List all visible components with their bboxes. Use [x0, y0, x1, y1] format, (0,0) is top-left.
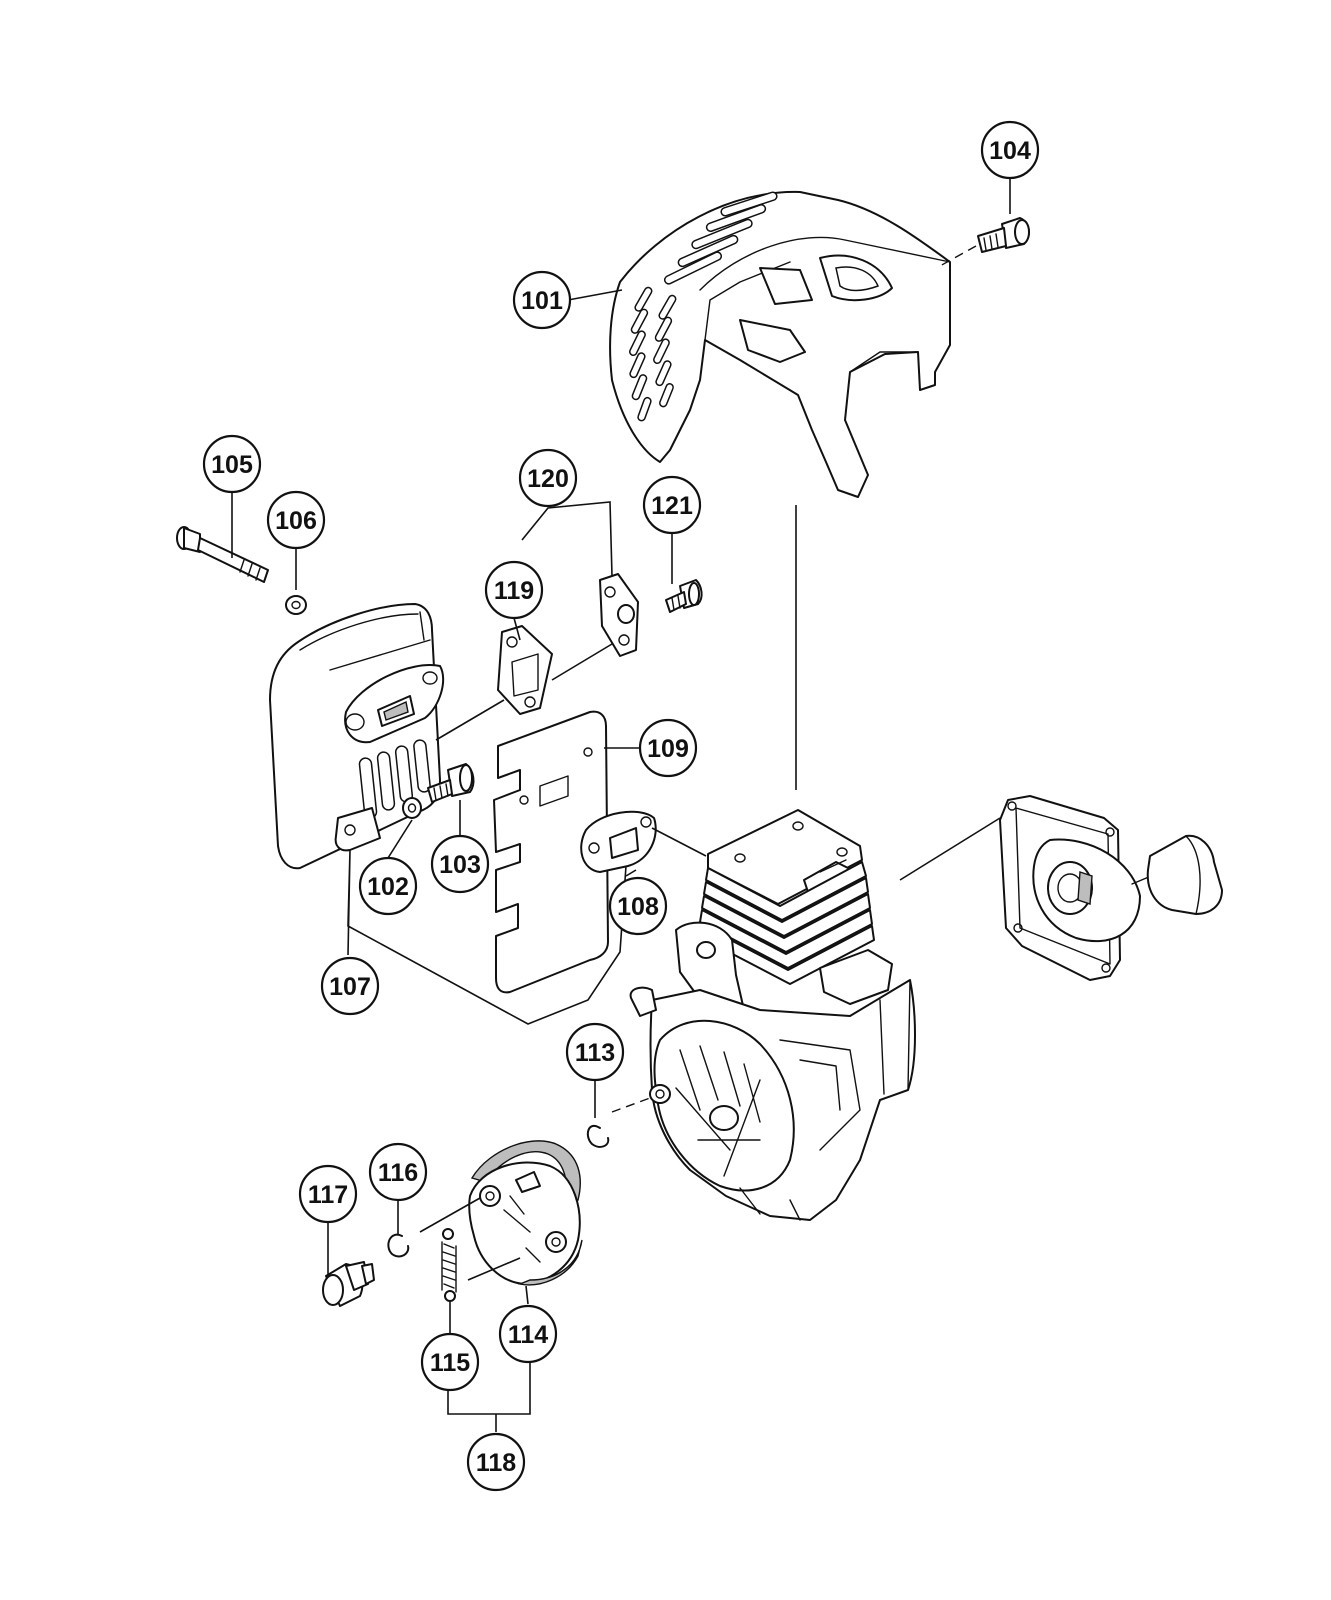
- cover-vent-slots: [629, 191, 778, 422]
- clutch-spring: [441, 1228, 457, 1302]
- callout-120: 120: [518, 448, 578, 508]
- callout-113-label: 113: [575, 1039, 615, 1067]
- callout-114-label: 114: [508, 1321, 548, 1349]
- callout-121: 121: [642, 475, 702, 535]
- recoil-starter: [999, 795, 1223, 981]
- callout-120-label: 120: [527, 465, 569, 493]
- callouts: 101 102 103 104 105 106 107 108: [202, 120, 1040, 1492]
- callout-102-label: 102: [367, 873, 409, 901]
- callout-115-label: 115: [430, 1349, 470, 1377]
- exhaust-gasket: [580, 810, 657, 873]
- callout-121-label: 121: [651, 492, 693, 520]
- callout-116-label: 116: [378, 1159, 418, 1187]
- callout-113: 113: [565, 1022, 625, 1082]
- e-ring: [586, 1125, 610, 1148]
- callout-101-label: 101: [521, 287, 563, 315]
- plate-screw: [665, 579, 703, 613]
- callout-104: 104: [980, 120, 1040, 180]
- callout-106: 106: [266, 490, 326, 550]
- callout-114: 114: [498, 1304, 558, 1364]
- muffler-plate: [599, 573, 639, 657]
- callout-115: 115: [420, 1332, 480, 1392]
- muffler-bolt: [176, 526, 269, 583]
- callout-119-label: 119: [494, 577, 534, 605]
- spring-washer: [402, 797, 422, 819]
- clutch-e-ring: [387, 1233, 410, 1258]
- muffler-gasket: [497, 625, 553, 715]
- callout-104-label: 104: [989, 137, 1031, 165]
- callout-109-label: 109: [647, 735, 689, 763]
- callout-101: 101: [512, 270, 572, 330]
- callout-108-label: 108: [617, 893, 659, 921]
- leader-lines: [231, 178, 1011, 1432]
- callout-108: 108: [608, 876, 668, 936]
- callout-118-label: 118: [476, 1449, 516, 1477]
- callout-116: 116: [368, 1142, 428, 1202]
- callout-117: 117: [298, 1164, 358, 1224]
- heat-shield: [493, 710, 609, 994]
- washer: [285, 595, 307, 615]
- callout-107: 107: [320, 956, 380, 1016]
- callout-119: 119: [484, 560, 544, 620]
- callout-106-label: 106: [275, 507, 317, 535]
- callout-102: 102: [358, 856, 418, 916]
- callout-103-label: 103: [439, 851, 481, 879]
- callout-118: 118: [466, 1432, 526, 1492]
- engine-cover: [609, 190, 951, 498]
- callout-103: 103: [430, 834, 490, 894]
- callout-105-label: 105: [211, 451, 253, 479]
- clutch-assembly: [468, 1140, 583, 1286]
- callout-105: 105: [202, 434, 262, 494]
- muffler: [269, 603, 445, 870]
- callout-109: 109: [638, 718, 698, 778]
- callout-117-label: 117: [308, 1181, 348, 1209]
- clutch-bolt: [322, 1261, 375, 1307]
- cover-screw: [977, 217, 1030, 253]
- muffler-screw: [427, 763, 475, 803]
- callout-107-label: 107: [329, 973, 371, 1001]
- engine-block: [629, 809, 916, 1221]
